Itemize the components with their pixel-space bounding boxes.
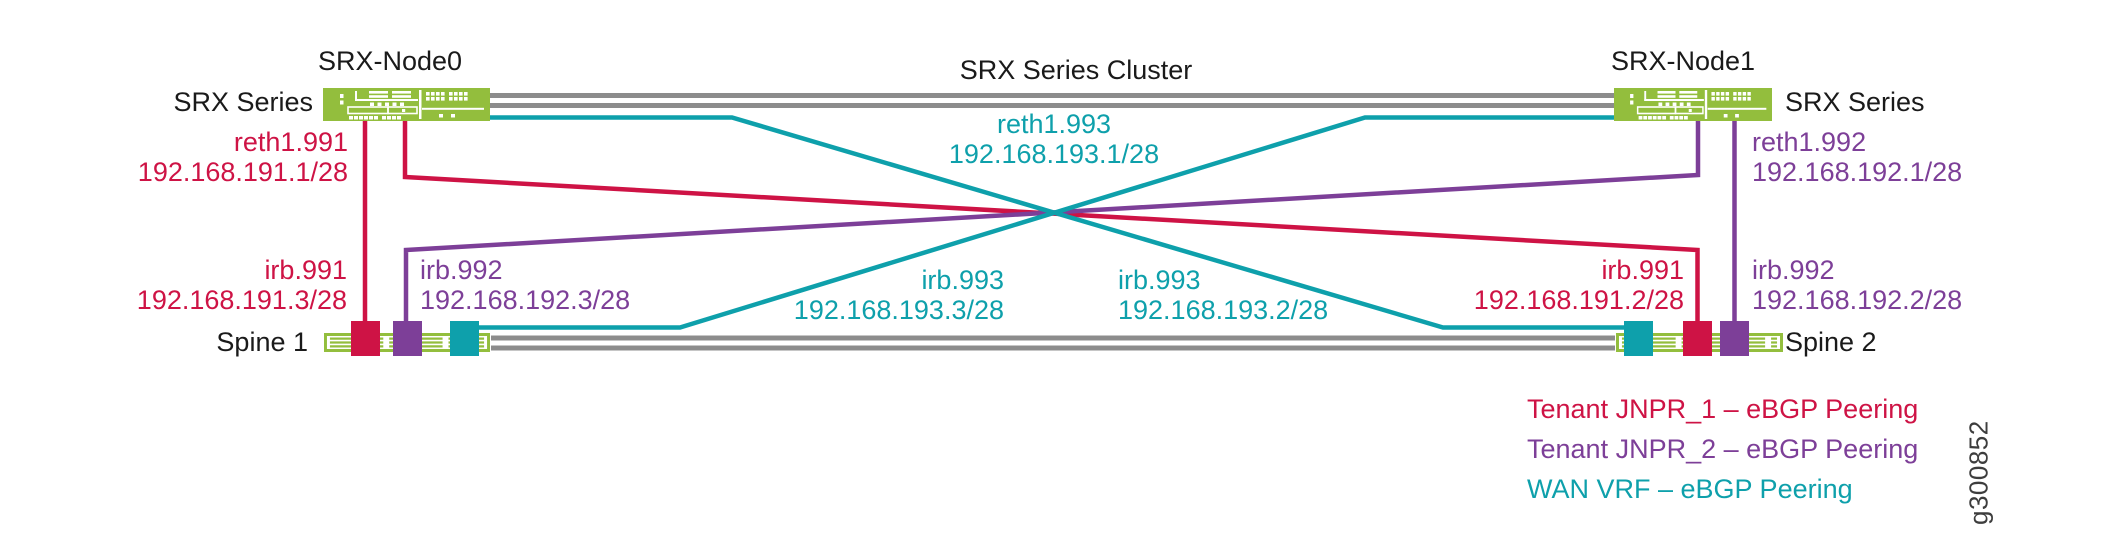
peering-links <box>362 115 1737 330</box>
interface-name: irb.993 <box>1118 265 1201 295</box>
srx-node1-device <box>1614 88 1772 121</box>
label-spine1-irb991: irb.991 192.168.191.3/28 <box>137 255 347 315</box>
spine2-irb993-square <box>1624 321 1653 356</box>
spine2-irb992-square <box>1720 321 1749 356</box>
interface-name: reth1.993 <box>996 109 1112 139</box>
node1-title: SRX-Node1 <box>1610 46 1756 76</box>
legend-item-wan-vrf: WAN VRF – eBGP Peering <box>1527 474 1853 504</box>
cluster-links <box>489 93 1615 108</box>
interface-name: reth1.992 <box>1752 127 1867 157</box>
interface-ip: 192.168.193.2/28 <box>1118 295 1329 325</box>
interface-ip: 192.168.192.1/28 <box>1752 157 1963 187</box>
legend-item-tenant-jnpr-2: Tenant JNPR_2 – eBGP Peering <box>1527 434 1919 464</box>
cluster-title: SRX Series Cluster <box>959 55 1193 85</box>
interface-name: irb.992 <box>420 255 503 285</box>
interface-name: reth1.991 <box>233 127 348 157</box>
srx-series-label-right: SRX Series <box>1785 87 1925 117</box>
link-node1-reth993-spine1-irb993 <box>465 115 1615 330</box>
interface-ip: 192.168.192.2/28 <box>1752 285 1963 315</box>
label-reth1-993: reth1.993 192.168.193.1/28 <box>904 109 1204 169</box>
srx-node0-device <box>323 88 490 121</box>
spine1-irb992-square <box>393 321 422 356</box>
label-spine1-irb993: irb.993 192.168.193.3/28 <box>794 265 1004 325</box>
spine1-irb993-square <box>450 321 479 356</box>
interface-name: irb.992 <box>1752 255 1835 285</box>
label-spine2-irb991: irb.991 192.168.191.2/28 <box>1474 255 1684 315</box>
spine2-label: Spine 2 <box>1785 327 1877 357</box>
srx-series-label-left: SRX Series <box>173 87 313 117</box>
interface-name: irb.991 <box>1601 255 1684 285</box>
spine1-interface-squares <box>351 321 479 356</box>
inter-spine-links <box>491 335 1615 351</box>
spine2-irb991-square <box>1683 321 1712 356</box>
label-spine2-irb992: irb.992 192.168.192.2/28 <box>1752 255 1962 315</box>
legend-item-tenant-jnpr-1: Tenant JNPR_1 – eBGP Peering <box>1527 394 1919 424</box>
spine1-label: Spine 1 <box>216 327 308 357</box>
interface-ip: 192.168.193.3/28 <box>793 295 1004 325</box>
figure-id: g300852 <box>1963 420 1994 526</box>
label-spine1-irb992: irb.992 192.168.192.3/28 <box>420 255 630 315</box>
interface-ip: 192.168.191.2/28 <box>1473 285 1684 315</box>
spine1-irb991-square <box>351 321 380 356</box>
link-node0-reth993-spine2-irb993 <box>489 115 1638 330</box>
interface-ip: 192.168.193.1/28 <box>948 139 1160 169</box>
label-reth1-991: reth1.991 192.168.191.1/28 <box>138 127 348 187</box>
label-spine2-irb993: irb.993 192.168.193.2/28 <box>1118 265 1328 325</box>
spine2-interface-squares <box>1624 321 1749 356</box>
interface-name: irb.993 <box>921 265 1004 295</box>
label-reth1-992: reth1.992 192.168.192.1/28 <box>1752 127 1962 187</box>
interface-ip: 192.168.192.3/28 <box>420 285 631 315</box>
node0-title: SRX-Node0 <box>317 46 463 76</box>
interface-name: irb.991 <box>264 255 347 285</box>
interface-ip: 192.168.191.1/28 <box>137 157 348 187</box>
interface-ip: 192.168.191.3/28 <box>136 285 347 315</box>
